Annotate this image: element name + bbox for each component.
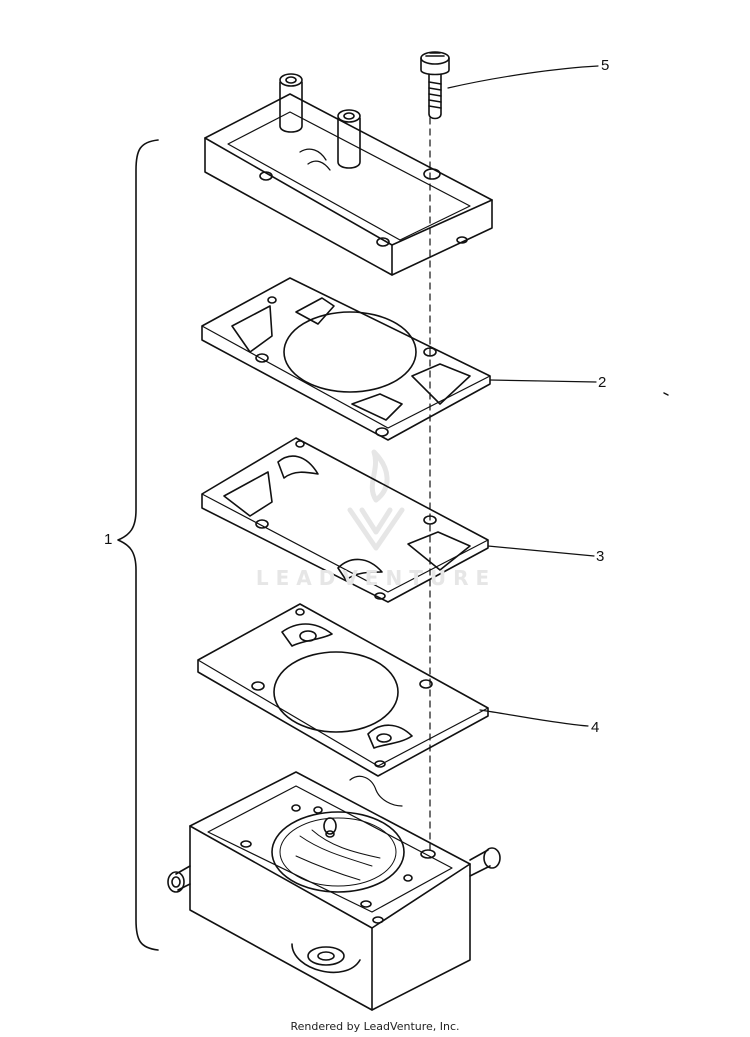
leader-line-2 bbox=[489, 379, 597, 383]
leader-line-3 bbox=[487, 545, 595, 557]
watermark-text: LEADVENTURE bbox=[255, 566, 497, 590]
callout-3: 3 bbox=[596, 548, 605, 565]
callout-1: 1 bbox=[104, 531, 113, 548]
watermark-logo-icon bbox=[347, 449, 405, 551]
gasket-top-part bbox=[201, 277, 491, 441]
leader-line-5 bbox=[447, 65, 599, 89]
footer-credit: Rendered by LeadVenture, Inc. bbox=[290, 1020, 460, 1033]
callout-4: 4 bbox=[591, 719, 600, 736]
screw-part bbox=[420, 51, 450, 120]
callout-5: 5 bbox=[601, 57, 610, 74]
gasket-bottom-part bbox=[197, 603, 489, 777]
leader-line-4 bbox=[479, 709, 589, 727]
assembly-bracket bbox=[117, 139, 159, 951]
pump-body-part bbox=[167, 771, 501, 1011]
callout-2: 2 bbox=[598, 374, 607, 391]
pump-cover-part bbox=[204, 73, 493, 276]
diaphragm-part bbox=[201, 437, 489, 603]
